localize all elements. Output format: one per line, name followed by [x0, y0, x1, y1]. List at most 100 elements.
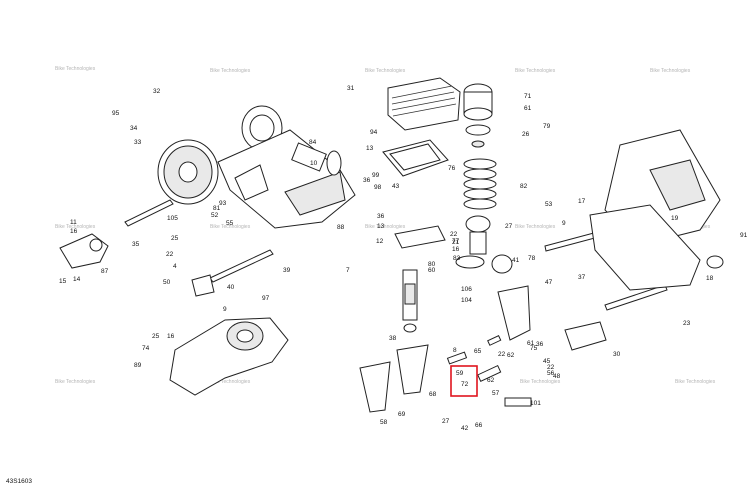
callout-label: 25	[171, 235, 179, 242]
callout-label: 62	[507, 352, 515, 359]
callout-label: 48	[553, 373, 561, 380]
callout-label: 68	[429, 391, 437, 398]
callout-label: 79	[543, 123, 551, 130]
callout-label: 47	[545, 279, 553, 286]
left-bracket	[59, 233, 109, 269]
callout-label: 84	[309, 139, 317, 146]
callout-label: 35	[132, 241, 140, 248]
callout-label: 75	[530, 345, 538, 352]
air-filter	[387, 77, 461, 131]
watermark: Bike Technologies	[365, 224, 406, 230]
callout-label: 22	[450, 231, 458, 238]
callout-label: 16	[167, 333, 175, 340]
top-cap	[463, 83, 493, 148]
callout-label: 38	[389, 335, 397, 342]
callout-label: 41	[512, 257, 520, 264]
watermark: Bike Technologies	[675, 379, 716, 385]
callout-label: 50	[163, 279, 171, 286]
callout-label: 4	[173, 263, 177, 270]
callout-label: 61	[527, 340, 535, 347]
mount-plate	[394, 225, 446, 249]
callout-label: 43	[392, 183, 400, 190]
callout-label: 65	[474, 348, 482, 355]
highlighted-label: 59	[456, 370, 464, 377]
callout-label: 106	[461, 286, 472, 293]
callout-label: 11	[70, 219, 77, 226]
watermark: Bike Technologies	[210, 68, 251, 74]
callout-label: 26	[522, 131, 530, 138]
callout-label: 71	[524, 93, 532, 100]
watermark: Bike Technologies	[520, 379, 561, 385]
watermark: Bike Technologies	[210, 379, 251, 385]
right-frame	[589, 129, 724, 291]
callout-label: 69	[398, 411, 406, 418]
watermark: Bike Technologies	[515, 68, 556, 74]
reference-code: 43S1603	[6, 478, 33, 485]
callout-label: 58	[380, 419, 388, 426]
callout-label: 93	[219, 200, 227, 207]
callout-label: 94	[370, 129, 378, 136]
lower-housing	[169, 317, 289, 396]
callout-label: 66	[475, 422, 483, 429]
shock-absorber	[402, 269, 418, 333]
callout-label: 36	[377, 213, 385, 220]
callout-label: 88	[337, 224, 345, 231]
watermark: Bike Technologies	[55, 224, 96, 230]
callout-label: 77	[452, 238, 460, 245]
axle-shafts	[124, 199, 668, 311]
gasket	[382, 139, 449, 177]
callout-label: 22	[498, 351, 506, 358]
callout-label: 104	[461, 297, 472, 304]
watermark: Bike Technologies	[55, 379, 96, 385]
callout-label: 95	[112, 110, 120, 117]
callout-label: 40	[227, 284, 235, 291]
callout-label: 52	[211, 212, 219, 219]
callout-label: 18	[706, 275, 714, 282]
callout-label: 16	[452, 246, 460, 253]
callout-label: 22	[547, 364, 555, 371]
watermark: Bike Technologies	[650, 68, 691, 74]
drive-wheel	[157, 105, 283, 205]
watermark: Bike Technologies	[55, 66, 96, 72]
callout-label: 55	[226, 220, 234, 227]
callout-label: 42	[461, 425, 469, 432]
main-chassis	[217, 129, 356, 229]
callout-label: 32	[153, 88, 161, 95]
callout-label: 87	[101, 268, 109, 275]
callout-label: 23	[683, 320, 691, 327]
callout-label: 98	[374, 184, 382, 191]
callout-label: 30	[613, 351, 621, 358]
callout-label: 83	[453, 255, 461, 262]
callout-label: 17	[578, 198, 586, 205]
pedestal-bracket	[359, 285, 531, 413]
callout-label: 31	[347, 85, 355, 92]
highlighted-label: 72	[461, 381, 469, 388]
watermark: Bike Technologies	[515, 224, 556, 230]
callout-label: 74	[142, 345, 150, 352]
callout-label: 61	[524, 105, 532, 112]
callout-label: 39	[283, 267, 291, 274]
watermark: Bike Technologies	[365, 68, 406, 74]
callout-label: 12	[376, 238, 384, 245]
callout-label: 78	[528, 255, 536, 262]
callout-label: 62	[487, 377, 495, 384]
block-part	[564, 321, 607, 351]
callout-label: 56	[547, 370, 555, 377]
callout-label: 45	[543, 358, 551, 365]
linkage-parts	[446, 334, 532, 407]
callout-label: 27	[505, 223, 513, 230]
callout-label: 22	[166, 251, 174, 258]
coil-spring	[463, 158, 497, 210]
callout-label: 101	[530, 400, 541, 407]
callout-label: 80	[428, 261, 436, 268]
callout-label: 105	[167, 215, 178, 222]
callout-label: 36	[536, 341, 544, 348]
damper	[455, 215, 513, 274]
callout-label: 21	[452, 239, 460, 246]
callout-label: 37	[578, 274, 586, 281]
callout-label: 57	[492, 390, 500, 397]
callout-label: 13	[377, 223, 385, 230]
callout-label: 60	[428, 267, 436, 274]
watermark: Bike Technologies	[210, 224, 251, 230]
